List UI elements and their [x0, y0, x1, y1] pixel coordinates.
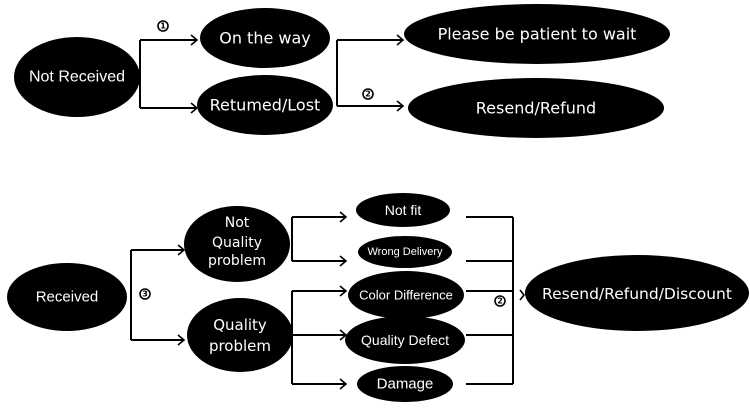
node-please-wait: Please be patient to wait: [404, 4, 670, 64]
arrow-head-not-quality: [177, 244, 186, 256]
svg-text:problem: problem: [209, 337, 271, 355]
node-quality-problem: Quality problem: [187, 298, 293, 372]
svg-text:Damage: Damage: [377, 376, 434, 393]
svg-text:Color Difference: Color Difference: [359, 288, 453, 303]
svg-text:Quality: Quality: [213, 316, 267, 334]
svg-text:3: 3: [142, 290, 148, 299]
node-not-quality-problem: Not Quality problem: [184, 206, 290, 282]
edges-bottom: [130, 211, 526, 390]
svg-text:Please be patient to wait: Please be patient to wait: [438, 25, 637, 44]
svg-text:Quality: Quality: [212, 235, 262, 251]
arrow-head-on-the-way: [190, 34, 199, 46]
arrow-head-resend-refund: [396, 100, 405, 112]
arrow-head-patient: [396, 34, 405, 46]
arrow-head-final-outcome: [519, 289, 526, 301]
svg-text:problem: problem: [208, 253, 266, 269]
svg-text:Quality Defect: Quality Defect: [361, 332, 449, 348]
arrow-head-quality: [177, 334, 186, 346]
svg-text:Resend/Refund/Discount: Resend/Refund/Discount: [542, 285, 732, 303]
svg-text:On the way: On the way: [219, 29, 311, 48]
node-wrong-delivery: Wrong Delivery: [358, 236, 452, 268]
node-returned-lost: Retumed/Lost: [197, 75, 333, 135]
node-received: Received: [7, 263, 127, 331]
node-resend-refund-discount: Resend/Refund/Discount: [525, 255, 749, 331]
arrow-head-damage: [339, 378, 348, 390]
svg-text:2: 2: [365, 90, 371, 99]
svg-text:1: 1: [160, 22, 166, 31]
arrow-head-quality-defect: [339, 329, 348, 341]
step-marker-3: 3: [139, 288, 151, 300]
svg-text:Not: Not: [225, 215, 250, 231]
arrow-head-wrong-delivery: [339, 255, 348, 267]
arrow-head-not-fit: [339, 211, 348, 223]
svg-text:Retumed/Lost: Retumed/Lost: [210, 96, 321, 115]
step-marker-2-top: 2: [362, 88, 374, 100]
arrow-head-color-difference: [339, 285, 348, 297]
node-damage: Damage: [357, 366, 453, 402]
svg-text:Not Received: Not Received: [29, 69, 125, 86]
svg-text:2: 2: [497, 297, 503, 306]
node-resend-refund: Resend/Refund: [408, 78, 664, 138]
step-marker-2-bottom: 2: [494, 295, 506, 307]
step-marker-1: 1: [157, 20, 169, 32]
node-quality-defect: Quality Defect: [345, 316, 465, 364]
edges-top: [139, 34, 405, 114]
node-on-the-way: On the way: [200, 8, 330, 68]
svg-text:Not fit: Not fit: [385, 202, 422, 218]
svg-text:Wrong Delivery: Wrong Delivery: [368, 246, 443, 258]
svg-text:Received: Received: [36, 289, 99, 306]
arrow-head-returned: [190, 102, 199, 114]
node-color-difference: Color Difference: [348, 271, 464, 319]
node-not-received: Not Received: [14, 37, 140, 117]
node-not-fit: Not fit: [356, 193, 450, 227]
svg-text:Resend/Refund: Resend/Refund: [476, 99, 596, 118]
